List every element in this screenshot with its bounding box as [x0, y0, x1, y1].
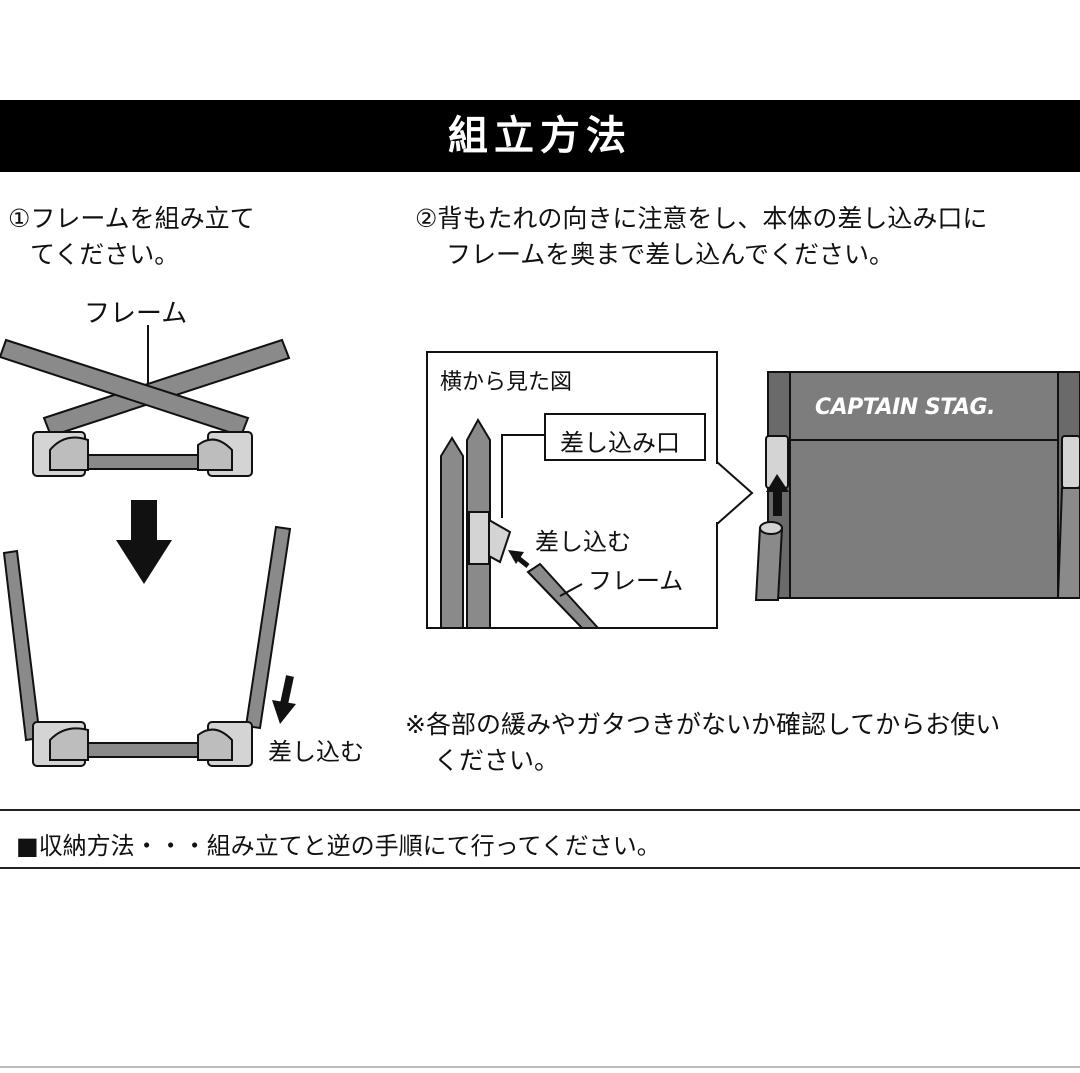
- u-left-joint: [32, 721, 89, 767]
- cross-bar-a: [42, 338, 291, 438]
- side-view-inset: [426, 351, 718, 629]
- u-right-bar: [244, 525, 292, 730]
- base-rail: [81, 454, 213, 470]
- u-right-joint: [197, 721, 253, 767]
- insert-label-inset: 差し込む: [535, 528, 631, 556]
- up-arrow-icon: [766, 474, 789, 516]
- storage-note-box: [0, 809, 1080, 869]
- insert-port-label: 差し込み口: [560, 429, 680, 457]
- crossed-frame-diagram: [0, 325, 291, 477]
- down-arrow-icon: [116, 500, 172, 584]
- insert-arrow-icon: [272, 675, 296, 724]
- title-bar: [0, 100, 1080, 172]
- u-frame-diagram: [2, 525, 296, 767]
- page-title: 組立方法: [448, 113, 632, 159]
- u-base-rail: [81, 742, 213, 758]
- step1-line1: ①フレームを組み立て: [8, 204, 255, 233]
- side-frame-bar: [526, 562, 601, 629]
- step2-line2: フレームを奥まで差し込んでください。: [446, 240, 895, 269]
- left-frame-pole: [754, 527, 784, 601]
- insert-port-label-box: [544, 413, 706, 461]
- caution-line1: ※各部の緩みやガタつきがないか確認してからお使い: [405, 710, 1001, 739]
- left-joint: [32, 431, 89, 477]
- side-socket: [468, 511, 490, 565]
- side-view-title: 横から見た図: [440, 370, 573, 395]
- inset-arrow-icon: [508, 550, 530, 568]
- backrest-fabric: [767, 371, 1080, 599]
- insert-label-left: 差し込む: [268, 738, 364, 766]
- step1-line2: てください。: [30, 240, 180, 269]
- u-left-bar: [2, 549, 42, 742]
- right-socket: [1061, 435, 1080, 489]
- frame-label-inset: フレーム: [588, 567, 684, 595]
- port-leader-line: [501, 434, 545, 518]
- cross-bar-b: [0, 338, 250, 438]
- chair-back-diagram: [754, 371, 1080, 601]
- brand-logo-text: CAPTAIN STAG.: [815, 395, 995, 420]
- storage-note: ■収納方法・・・組み立てと逆の手順にて行ってください。: [16, 832, 661, 860]
- bottom-divider: [0, 1066, 1080, 1068]
- side-post-left: [440, 436, 464, 629]
- step2-line1: ②背もたれの向きに注意をし、本体の差し込み口に: [415, 204, 988, 233]
- right-joint: [197, 431, 253, 477]
- callout-pointer: [716, 459, 754, 527]
- caution-line2: ください。: [434, 746, 560, 775]
- frame-label: フレーム: [84, 299, 188, 329]
- frame-leader-inset: [559, 583, 583, 597]
